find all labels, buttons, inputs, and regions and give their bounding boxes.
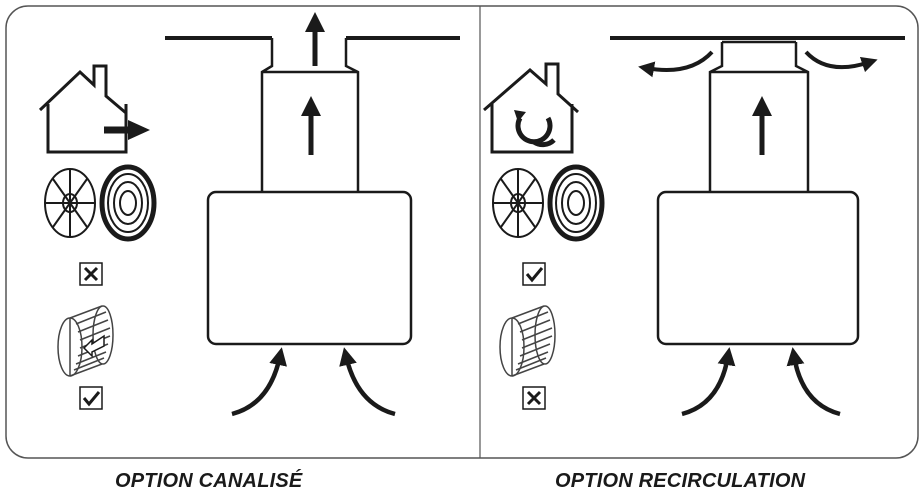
intake-arrow-left-icon bbox=[681, 347, 736, 417]
duct-hose-icon bbox=[499, 305, 556, 377]
hood-body bbox=[206, 190, 413, 346]
ducted-option-caption: OPTION CANALISÉ bbox=[115, 470, 303, 492]
duct-status-check-icon bbox=[79, 386, 103, 410]
chimney bbox=[260, 38, 360, 192]
house-exhaust-icon bbox=[38, 64, 150, 154]
diagram-frame bbox=[5, 5, 919, 459]
recirculation-option-caption: OPTION RECIRCULATION bbox=[555, 470, 806, 492]
duct-status-cross-icon bbox=[522, 386, 546, 410]
intake-arrow-left-icon bbox=[231, 347, 287, 417]
carbon-filter-status-check-icon bbox=[522, 262, 546, 286]
hood-body bbox=[656, 190, 860, 346]
house-recirculation-icon bbox=[483, 62, 580, 154]
carbon-filter-status-cross-icon bbox=[79, 262, 103, 286]
grease-filter-icon bbox=[44, 168, 96, 238]
duct-hose-icon bbox=[57, 305, 114, 377]
carbon-filter-icon bbox=[99, 164, 157, 242]
intake-arrow-right-icon bbox=[786, 347, 841, 417]
outlet-arrow-right-icon bbox=[804, 50, 878, 73]
intake-arrow-right-icon bbox=[339, 347, 396, 417]
grease-filter-icon bbox=[492, 168, 544, 238]
recirculation-panel bbox=[610, 36, 905, 417]
chimney bbox=[708, 40, 810, 192]
outlet-arrow-left-icon bbox=[638, 50, 714, 78]
carbon-filter-icon bbox=[547, 164, 605, 242]
ducted-panel bbox=[165, 12, 460, 417]
